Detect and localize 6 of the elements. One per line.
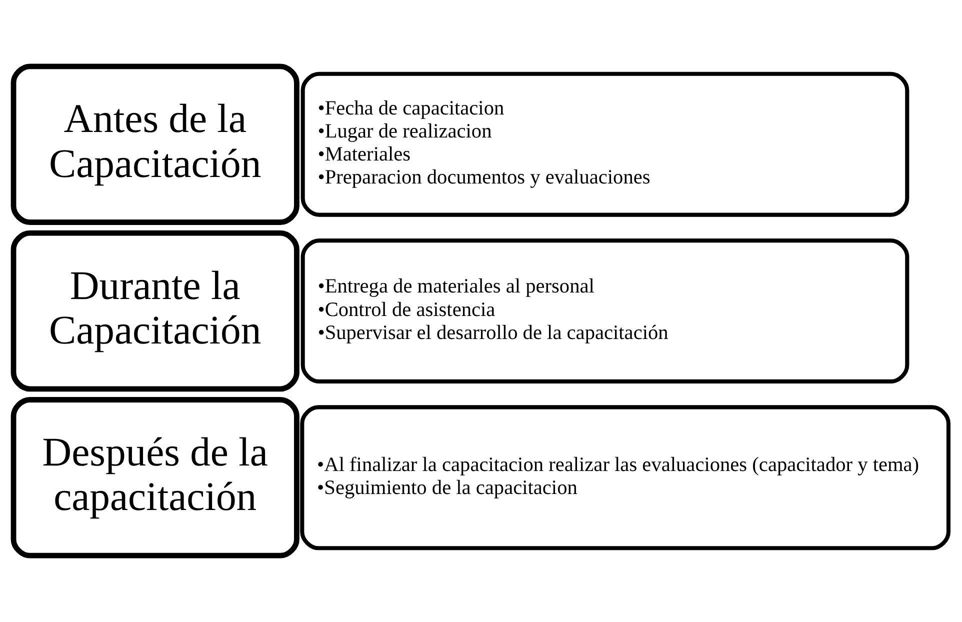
node-box: •Fecha de capacitacion •Lugar de realizacion •Materiales •Preparacion documentos y evaluaciones <box>300 72 910 217</box>
node-box: Antes de la Capacitación <box>10 64 300 225</box>
node-box: Después de la capacitación <box>10 397 300 558</box>
node-box: •Al finalizar la capacitacion realizar las evaluaciones (capacitador y tema) •Seguimiento de la capacitacion <box>300 405 951 550</box>
node-box: Durante la Capacitación <box>10 230 300 392</box>
node-box: •Entrega de materiales al personal •Control de asistencia •Supervisar el desarrollo de la capacitación <box>300 238 910 384</box>
